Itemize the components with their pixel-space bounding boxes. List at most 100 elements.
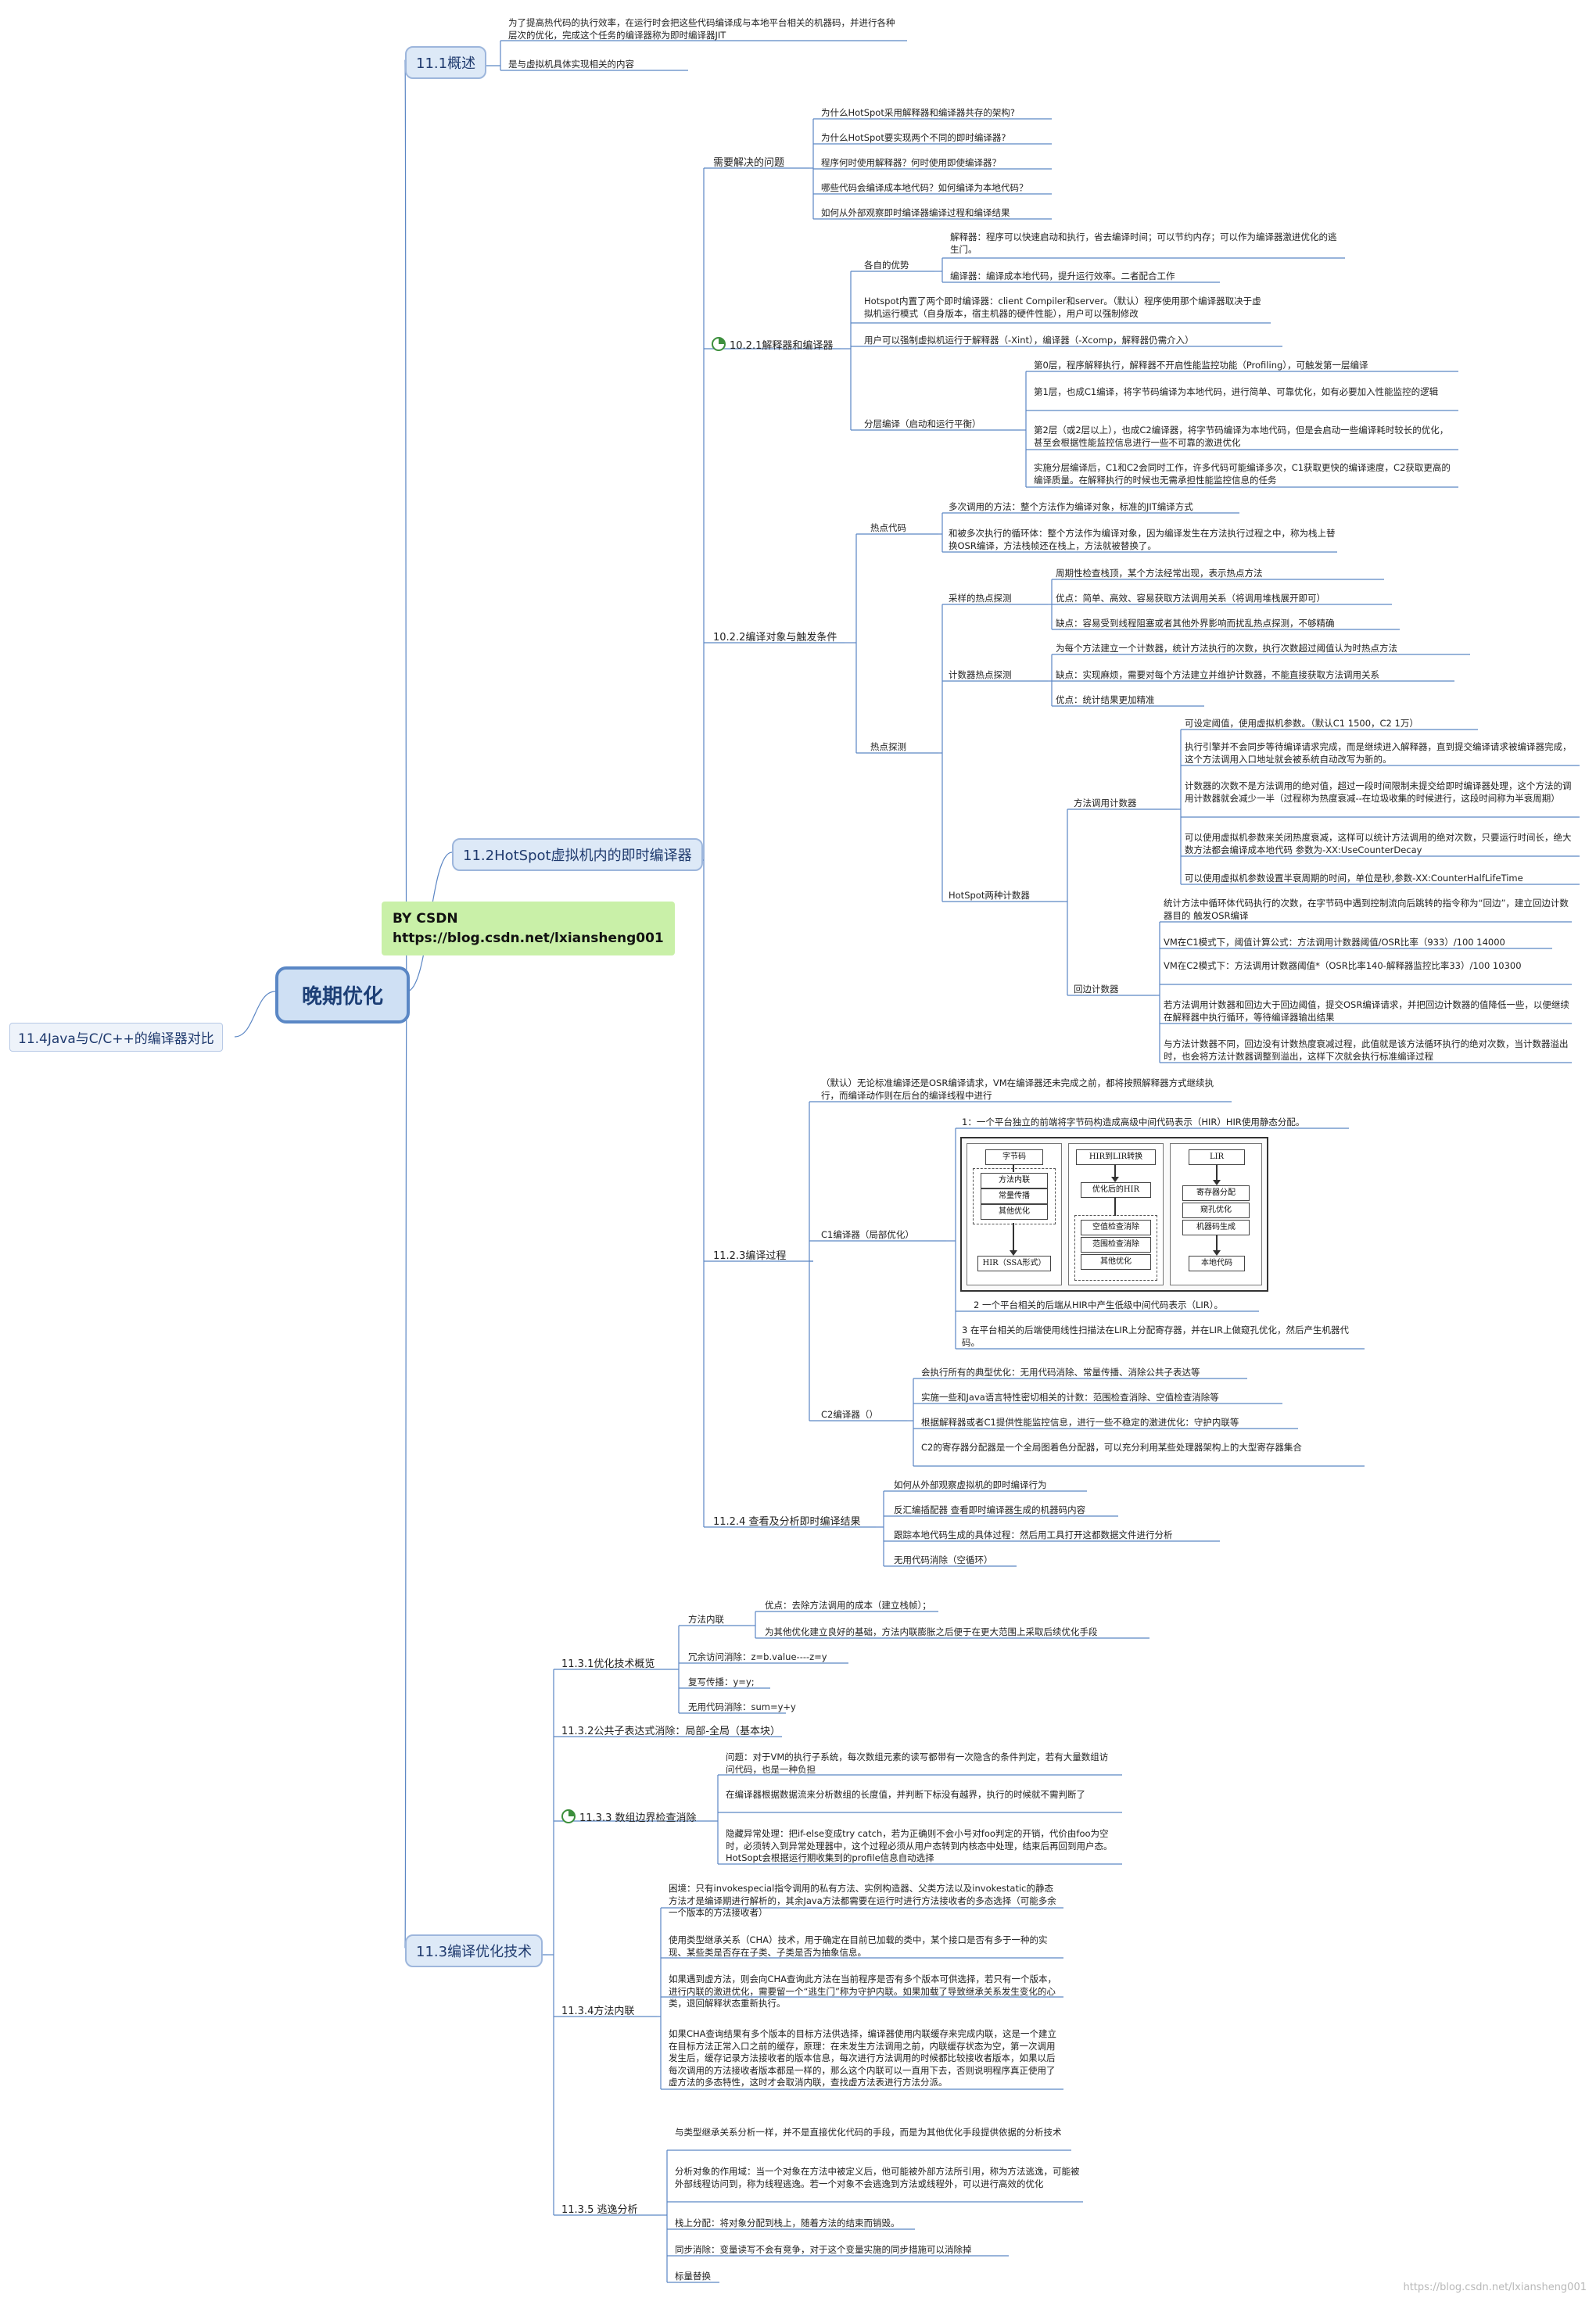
inline-dilemma: 困境：只有invokespecial指令调用的私有方法、实例构造器、父类方法以及… [669, 1883, 1056, 1919]
fig-other-opt-2: 其他优化 [1081, 1254, 1151, 1270]
counter-2: 缺点：实现麻烦，需要对每个方法建立并维护计数器，不能直接获取方法调用关系 [1056, 669, 1379, 680]
fig-arrow-2 [1111, 1177, 1119, 1182]
escape-analysis-label: 11.3.5 逃逸分析 [561, 2204, 638, 2216]
c1-step-3: 3 在平台相关的后端使用线性扫描法在LIR上分配寄存器，并在LIR上做窥孔优化，… [962, 1325, 1350, 1348]
sample-1: 周期性检查栈顶，某个方法经常出现，表示热点方法 [1056, 568, 1263, 579]
sample-3: 缺点：容易受到线程阻塞或者其他外界影响而扰乱热点探测，不够精确 [1056, 618, 1335, 629]
bounds-3: 隐藏异常处理：把if-else变成try catch，若为正确则不会小号对foo… [726, 1828, 1113, 1864]
tier-2: 第2层（或2层以上），也成C2编译器，将字节码编译为本地代码，但是会启动一些编译… [1034, 425, 1449, 448]
dead-code: 无用代码消除：sum=y+y [688, 1701, 796, 1712]
tier-1: 第1层，也成C1编译，将字节码编译为本地代码，进行简单、可靠优化，如有必要加入性… [1034, 386, 1439, 397]
question-2: 为什么HotSpot要实现两个不同的即时编译器? [821, 132, 1006, 143]
backedge-5: 与方法计数器不同，回边没有计数热度衰减过程，此值就是该方法循环执行的绝对次数，当… [1164, 1038, 1569, 1062]
inline-guarded: 如果遇到虚方法，则会向CHA查询此方法在当前程序是否有多个版本可供选择，若只有一… [669, 1974, 1057, 2009]
inline-1: 优点：去除方法调用的成本（建立栈帧）； [765, 1600, 931, 1611]
hot-detect-label: 热点探测 [870, 741, 906, 752]
bounds-2: 在编译器根据数据流来分析数组的长度值，并判断下标没有越界，执行的时候就不需判断了 [726, 1789, 1085, 1800]
copy-prop: 复写传播：y=y; [688, 1676, 755, 1687]
fig-null-elim: 空值检查消除 [1081, 1220, 1151, 1235]
view-3: 跟踪本地代码生成的具体过程：然后用工具打开这都数据文件进行分析 [894, 1529, 1173, 1540]
c2-step-4: C2的寄存器分配器是一个全局图着色分配器，可以充分利用某些处理器架构上的大型寄存… [921, 1442, 1302, 1453]
topic-11-1[interactable]: 11.1概述 [405, 46, 487, 79]
inv-5: 可以使用虚拟机参数设置半衰周期的时间，单位是秒,参数-XX:CounterHal… [1185, 873, 1523, 884]
view-4: 无用代码消除（空循环） [894, 1554, 993, 1565]
compile-intro: （默认）无论标准编译还是OSR编译请求，VM在编译器还未完成之前，都将按照解释器… [821, 1077, 1214, 1101]
c2-label: C2编译器（） [821, 1409, 878, 1420]
central-topic[interactable]: 晚期优化 [275, 966, 411, 1024]
fig-peephole: 窥孔优化 [1182, 1203, 1250, 1218]
counter-1: 为每个方法建立一个计数器，统计方法执行的次数，执行次数超过阈值认为时热点方法 [1056, 643, 1397, 654]
view-2: 反汇编插配器 查看即时编译器生成的机器码内容 [894, 1504, 1086, 1515]
topic-11-4[interactable]: 11.4Java与C/C++的编译器对比 [9, 1023, 223, 1052]
inv-4: 可以使用虚拟机参数来关闭热度衰减，这样可以统计方法调用的绝对次数，只要运行时间长… [1185, 832, 1572, 855]
author-note: BY CSDN https://blog.csdn.net/lxiansheng… [382, 902, 675, 956]
hotspot-counters-label: HotSpot两种计数器 [949, 890, 1030, 901]
opt-overview-label: 11.3.1优化技术概览 [561, 1658, 655, 1670]
tiered-label: 分层编译（启动和运行平衡） [864, 418, 981, 429]
interp-compiler-text: 10.2.1解释器和编译器 [730, 340, 834, 352]
hot-code-2: 和被多次执行的循环体：整个方法作为编译对象，因为编译发生在方法执行过程之中，称为… [949, 528, 1336, 551]
inline-cache: 如果CHA查询结果有多个版本的目标方法供选择，编译器使用内联缓存来完成内联，这是… [669, 2028, 1057, 2088]
escape-5: 标量替换 [675, 2271, 711, 2282]
problems-label: 需要解决的问题 [713, 157, 785, 169]
sample-label: 采样的热点探测 [949, 593, 1012, 604]
inv-2: 执行引擎并不会同步等待编译请求完成，而是继续进入解释器，直到提交编译请求被编译器… [1185, 741, 1572, 765]
c2-step-3: 根据解释器或者C1提供性能监控信息，进行一些不稳定的激进优化：守护内联等 [921, 1417, 1239, 1428]
compile-process-label: 11.2.3编译过程 [713, 1250, 787, 1262]
backedge-3: VM在C2模式下：方法调用计数器阈值*（OSR比率140-解释器监控比率33）/… [1164, 960, 1522, 971]
backedge-4: 若方法调用计数器和回边大于回边阈值，提交OSR编译请求，并把回边计数器的值降低一… [1164, 999, 1569, 1023]
fig-lir: LIR [1189, 1149, 1245, 1165]
progress-icon [712, 337, 726, 351]
backedge-counter-label: 回边计数器 [1074, 984, 1119, 995]
bounds-check-label: 11.3.3 数组边界检查消除 [561, 1809, 696, 1826]
note-line-2: https://blog.csdn.net/lxiansheng001 [393, 930, 664, 946]
fig-arrow-1 [1010, 1250, 1017, 1256]
escape-3: 栈上分配：将对象分配到栈上，随着方法的结束而销毁。 [675, 2217, 900, 2228]
c1-step-1: 1：一个平台独立的前端将字节码构造成高级中间代码表示（HIR）HIR使用静态分配… [962, 1117, 1305, 1127]
tier-3: 实施分层编译后，C1和C2会同时工作，许多代码可能编译多次，C1获取更快的编译速… [1034, 462, 1451, 486]
fig-native: 本地代码 [1189, 1256, 1245, 1271]
view-1: 如何从外部观察虚拟机的即时编译行为 [894, 1479, 1047, 1490]
fig-inline: 方法内联 [981, 1173, 1048, 1188]
topic-11-3[interactable]: 11.3编译优化技术 [405, 1934, 543, 1967]
counter-label: 计数器热点探测 [949, 669, 1012, 680]
inv-3: 计数器的次数不是方法调用的绝对值，超过一段时间限制未提交给即时编译器处理，这个方… [1185, 780, 1572, 804]
fig-arrow-3 [1213, 1180, 1221, 1185]
fig-line-4 [1114, 1197, 1116, 1216]
topic-11-2[interactable]: 11.2HotSpot虚拟机内的即时编译器 [452, 838, 703, 871]
fig-range-elim: 范围检查消除 [1081, 1237, 1151, 1253]
c2-step-2: 实施一些和Java语言特性密切相关的计数：范围检查消除、空值检查消除等 [921, 1392, 1219, 1403]
fig-other-opt: 其他优化 [981, 1204, 1048, 1220]
inv-1: 可设定阈值，使用虚拟机参数。（默认C1 1500，C2 1万） [1185, 718, 1418, 729]
hir-opt-group [973, 1168, 1056, 1224]
fig-opt-hir: 优化后的HIR [1081, 1182, 1151, 1198]
question-4: 哪些代码会编译成本地代码？如何编译为本地代码？ [821, 182, 1028, 193]
fig-hir-ssa: HIR（SSA形式） [977, 1256, 1051, 1271]
inline-cha: 使用类型继承关系（CHA）技术，用于确定在目前已加载的类中，某个接口是否有多于一… [669, 1934, 1048, 1958]
progress-icon-2 [561, 1809, 576, 1823]
counter-3: 优点：统计结果更加精准 [1056, 694, 1155, 705]
inline-2: 为其他优化建立良好的基础，方法内联膨胀之后便于在更大范围上采取后续优化手段 [765, 1626, 1098, 1637]
overview-text-2: 是与虚拟机具体实现相关的内容 [508, 59, 634, 70]
cse-label: 11.3.2公共子表达式消除：局部-全局（基本块） [561, 1726, 781, 1737]
backedge-2: VM在C1模式下，阈值计算公式：方法调用计数器阈值/OSR比率（933）/100… [1164, 937, 1505, 948]
advantages-label: 各自的优势 [864, 260, 909, 271]
hot-code-1: 多次调用的方法：整个方法作为编译对象，标准的JIT编译方式 [949, 501, 1193, 512]
view-result-label: 11.2.4 查看及分析即时编译结果 [713, 1516, 861, 1528]
force-mode: 用户可以强制虚拟机运行于解释器（-Xint），编译器（-Xcomp，解释器仍需介… [864, 335, 1194, 346]
fig-reg-alloc: 寄存器分配 [1182, 1185, 1250, 1201]
advantage-interpreter: 解释器：程序可以快速启动和执行，省去编译时间；可以节约内存；可以作为编译器激进优… [950, 231, 1337, 255]
compile-flow-figure: 字节码 方法内联 常量传播 其他优化 HIR（SSA形式） HIR到LIR转换 … [960, 1137, 1268, 1292]
redundant-access: 冗余访问消除：z=b.value----z=y [688, 1651, 827, 1662]
invocation-counter-label: 方法调用计数器 [1074, 798, 1137, 808]
fig-hir-to-lir: HIR到LIR转换 [1076, 1149, 1156, 1165]
fig-line-5 [1216, 1164, 1218, 1181]
c2-step-1: 会执行所有的典型优化：无用代码消除、常量传播、消除公共子表达等 [921, 1367, 1200, 1378]
fig-arrow-4 [1213, 1250, 1221, 1256]
trigger-label: 10.2.2编译对象与触发条件 [713, 632, 837, 644]
note-line-1: BY CSDN [393, 911, 458, 927]
escape-2: 分析对象的作用域：当一个对象在方法中被定义后，他可能被外部方法所引用，称为方法逃… [675, 2166, 1080, 2189]
c1-label: C1编译器（局部优化） [821, 1229, 914, 1240]
